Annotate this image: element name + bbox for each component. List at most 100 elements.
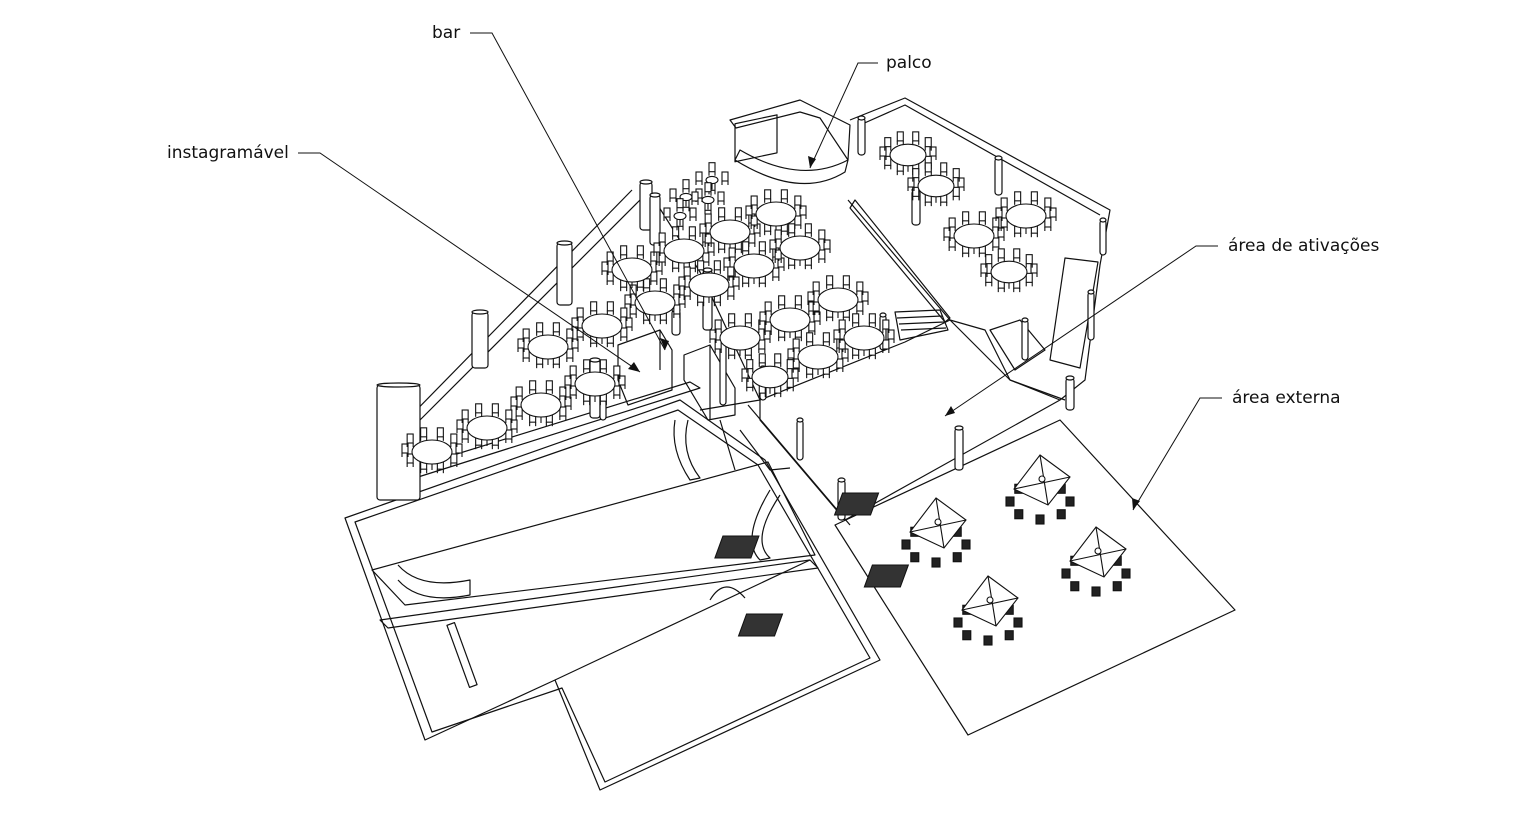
- interior-wall-2: [554, 559, 811, 681]
- chair: [1070, 581, 1080, 592]
- chair: [653, 242, 661, 253]
- round-table: [624, 278, 686, 325]
- chair: [804, 223, 812, 234]
- chair: [838, 339, 846, 350]
- chair: [1112, 581, 1122, 592]
- column: [857, 117, 866, 156]
- room-corridor-wall-1: [379, 559, 819, 629]
- chair: [450, 453, 458, 464]
- chair: [978, 211, 986, 222]
- chair: [723, 257, 731, 268]
- round-table: [571, 301, 633, 348]
- chair: [813, 311, 821, 322]
- chair: [569, 365, 577, 376]
- interior-wall-1: [739, 429, 791, 471]
- chair: [818, 229, 826, 240]
- chair: [708, 162, 716, 173]
- label-instagramavel: instagramável: [167, 143, 289, 163]
- arrow-bar: [660, 338, 669, 350]
- chair: [823, 239, 831, 250]
- chair: [517, 338, 525, 349]
- chair: [912, 168, 920, 179]
- chair: [702, 252, 710, 263]
- column: [1065, 377, 1075, 411]
- table-slats: [714, 535, 760, 559]
- chair: [676, 198, 684, 209]
- chair: [758, 339, 766, 350]
- chair: [683, 286, 691, 297]
- chair: [620, 307, 628, 318]
- chair: [658, 252, 666, 263]
- chair: [842, 275, 850, 286]
- chair: [718, 207, 726, 218]
- chair: [688, 226, 696, 237]
- chair: [985, 272, 993, 283]
- chair: [943, 227, 951, 238]
- chair: [1044, 197, 1052, 208]
- column-top: [376, 382, 421, 388]
- lounge-glass: [1049, 257, 1099, 369]
- round-table: [980, 248, 1038, 293]
- umbrella-table: [714, 497, 971, 568]
- chair: [643, 278, 651, 289]
- chair: [624, 294, 632, 305]
- lounge-step-1: [849, 199, 951, 323]
- chair: [456, 419, 464, 430]
- chair: [833, 329, 841, 340]
- chair: [948, 237, 956, 248]
- chair: [601, 261, 609, 272]
- chair: [695, 171, 703, 182]
- chair: [636, 245, 644, 256]
- round-table: [691, 182, 725, 215]
- columns: [376, 115, 1107, 521]
- chair: [748, 233, 756, 244]
- chair: [714, 319, 722, 330]
- chair: [957, 177, 965, 188]
- column-top: [649, 192, 661, 198]
- chair: [910, 552, 920, 563]
- chair: [673, 304, 681, 315]
- stage-panel-left: [734, 114, 778, 163]
- chair: [704, 182, 712, 193]
- table-top: [769, 307, 811, 333]
- umbrella-top: [1038, 475, 1046, 483]
- chair: [952, 168, 960, 179]
- round-table: [769, 223, 831, 270]
- umbrella-rib: [961, 597, 1019, 611]
- table-top: [466, 415, 508, 441]
- column-top: [954, 425, 964, 431]
- round-table: [456, 403, 518, 450]
- chair: [564, 396, 572, 407]
- chair: [576, 307, 584, 318]
- chair: [461, 429, 469, 440]
- chair: [794, 295, 802, 306]
- table-top: [520, 392, 562, 418]
- chair: [510, 419, 518, 430]
- chair: [741, 368, 749, 379]
- chair: [788, 223, 796, 234]
- chair: [896, 131, 904, 142]
- table-top: [797, 344, 839, 370]
- round-table: [663, 198, 697, 231]
- umbrella-table: [833, 454, 1075, 525]
- chair: [1025, 272, 1033, 283]
- leader-ativacoes: [944, 245, 1218, 417]
- chair: [510, 396, 518, 407]
- chair: [529, 380, 537, 391]
- chair: [436, 427, 444, 438]
- chair: [583, 359, 591, 370]
- room-divider: [719, 419, 736, 471]
- column-top: [639, 179, 653, 185]
- column: [994, 157, 1003, 196]
- round-table: [653, 226, 715, 273]
- chair: [786, 359, 794, 370]
- arrow-palco: [808, 156, 816, 168]
- chair: [678, 294, 686, 305]
- chair: [769, 239, 777, 250]
- chair: [887, 329, 895, 340]
- chair: [985, 254, 993, 265]
- chair: [912, 186, 920, 197]
- chair: [606, 301, 614, 312]
- column-top: [994, 155, 1003, 161]
- chair: [569, 385, 577, 396]
